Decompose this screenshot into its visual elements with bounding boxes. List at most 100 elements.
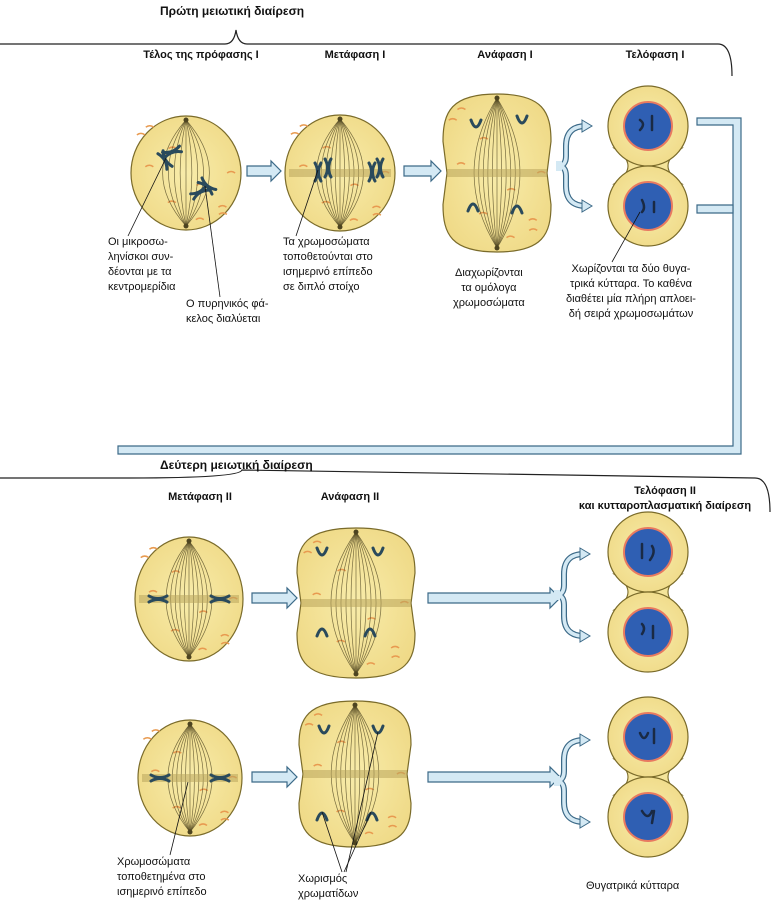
- equatorial-plate: [447, 169, 547, 177]
- arrow-head: [579, 547, 591, 561]
- arrow-to-telophase2-top: [427, 586, 561, 610]
- centriole: [183, 223, 189, 229]
- meiosis1-title: Πρώτη μειωτική διαίρεση: [160, 4, 305, 18]
- chromosome: [323, 157, 333, 179]
- chromosome: [149, 773, 171, 783]
- stage-metaphase2: Μετάφαση ΙΙ: [168, 491, 232, 503]
- nucleus: [623, 181, 673, 231]
- centriole: [494, 95, 500, 101]
- meiosis2-title: Δεύτερη μειωτική διαίρεση: [160, 458, 313, 472]
- brace-telophase2-top-inner: [555, 552, 585, 638]
- stage-metaphase1: Μετάφαση Ι: [324, 49, 386, 61]
- equatorial-plate: [303, 770, 407, 778]
- centriole: [187, 721, 193, 727]
- equatorial-plate: [289, 169, 391, 177]
- chromosome: [638, 114, 654, 132]
- cell-metaphase2-top: [134, 536, 244, 662]
- arrow-head: [581, 119, 593, 133]
- label-chromosomes-align: Τα χρωμοσώματα τοποθετούνται στο ισημερι…: [283, 236, 373, 293]
- chromosome: [371, 546, 385, 557]
- arrow-metaphase-to-anaphase1: [403, 159, 442, 183]
- pointer-chromosomes-equator: [169, 781, 189, 856]
- nucleus: [623, 712, 673, 762]
- centriole: [494, 245, 500, 251]
- connector-branch: [696, 204, 734, 214]
- stage-telophase1: Τελόφαση Ι: [625, 49, 685, 61]
- centriole: [183, 117, 189, 123]
- cell-metaphase2-bottom: [137, 719, 243, 837]
- equatorial-plate: [142, 774, 238, 782]
- label-nuclear-envelope: Ο πυρηνικός φά- κελος διαλύεται: [186, 298, 269, 325]
- stage-anaphase2: Ανάφαση ΙΙ: [320, 491, 380, 503]
- arrow-metaphase-to-anaphase2-top: [251, 586, 298, 610]
- pointer-chromatid-3: [345, 731, 379, 873]
- arrow-metaphase-to-anaphase2-bottom: [251, 765, 298, 789]
- equatorial-plate: [139, 595, 239, 603]
- stage-anaphase1: Ανάφαση Ι: [477, 49, 533, 61]
- chromosome: [640, 198, 656, 214]
- chromosome: [466, 202, 480, 213]
- cells-telophase1: [607, 85, 689, 247]
- cell-anaphase1: [442, 93, 552, 253]
- label-chromatid-separation: Χωρισμός χρωματίδων: [298, 873, 359, 900]
- stage-telophase2: Τελόφαση ΙΙ και κυτταροπλασματική διαίρε…: [578, 485, 752, 512]
- chromosome: [365, 811, 379, 822]
- nucleus: [623, 527, 673, 577]
- cell-late-prophase1: [130, 115, 242, 231]
- chromosome: [209, 773, 231, 783]
- cells-telophase2-bottom: [607, 696, 689, 858]
- chromosome: [209, 594, 231, 604]
- chromosome: [510, 204, 524, 215]
- centriole: [337, 224, 343, 230]
- centriole: [186, 538, 192, 544]
- cell-anaphase2-bottom: [298, 700, 412, 848]
- label-daughter-cells: Θυγατρικά κύτταρα: [586, 880, 680, 892]
- label-chromosomes-equator: Χρωμοσώματα τοποθετημένα στο ισημερινό ε…: [117, 856, 207, 898]
- label-homologs-separate: Διαχωρίζονται τα ομόλογα χρωμοσώματα: [453, 267, 525, 309]
- brace-telophase1-inner: [557, 124, 587, 208]
- pointer-microtubules: [127, 157, 167, 237]
- arrow-to-telophase2-bottom: [427, 765, 561, 789]
- chromosome: [375, 157, 385, 179]
- brace-telophase2-bottom-inner: [555, 738, 585, 824]
- label-cells-separate: Χωρίζονται τα δύο θυγα- τρικά κύτταρα. Τ…: [566, 263, 696, 320]
- arrow-head: [579, 733, 591, 747]
- arrow-head: [579, 629, 591, 643]
- nucleus: [623, 101, 673, 151]
- stage-late-prophase1: Τέλος της πρόφασης Ι: [143, 49, 259, 61]
- chromosome: [640, 809, 656, 825]
- cell-metaphase1: [284, 114, 396, 232]
- pointer-nuclear-envelope: [204, 185, 221, 298]
- centriole: [187, 829, 193, 835]
- arrow-head: [579, 815, 591, 829]
- centriole: [186, 654, 192, 660]
- chromosome: [638, 727, 656, 745]
- centriole: [353, 529, 359, 535]
- chromosome: [317, 724, 331, 735]
- pointer-chromosomes-align: [295, 169, 319, 237]
- cell-anaphase2-top: [296, 527, 416, 679]
- meiosis2-bracket: [0, 469, 771, 513]
- centriole: [353, 671, 359, 677]
- arrow-prophase-to-metaphase1: [246, 159, 282, 183]
- label-microtubules: Οι μικροσω- ληνίσκοι συν- δέονται με τα …: [108, 236, 176, 293]
- centriole: [337, 116, 343, 122]
- connector-pipe: [117, 117, 742, 455]
- pointer-cells-separate: [611, 211, 641, 263]
- cells-telophase2-top: [607, 511, 689, 673]
- centriole: [352, 702, 358, 708]
- chromosome: [315, 627, 329, 638]
- chromosome: [147, 594, 169, 604]
- nucleus: [623, 607, 673, 657]
- chromosome: [469, 118, 483, 129]
- chromosome: [315, 546, 329, 557]
- equatorial-plate: [301, 599, 411, 607]
- chromosome: [515, 114, 529, 125]
- chromosome: [367, 161, 377, 183]
- arrow-head: [581, 199, 593, 213]
- meiosis1-bracket: [0, 29, 733, 77]
- chromosome: [640, 622, 655, 640]
- pointer-chromatid-1: [321, 811, 343, 873]
- chromosome: [640, 542, 655, 562]
